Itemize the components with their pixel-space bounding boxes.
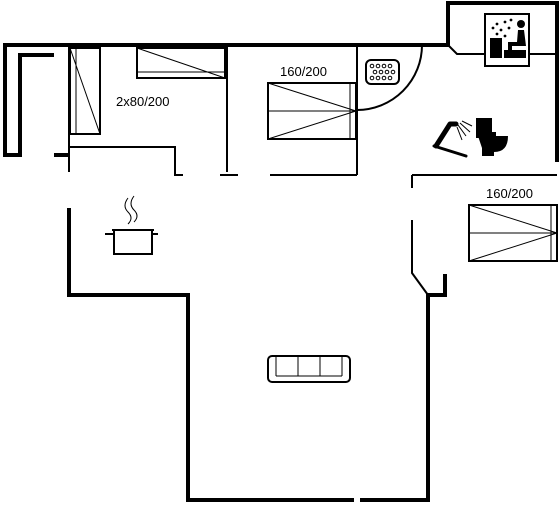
sauna-icon (484, 13, 530, 67)
bed-label-middle: 160/200 (280, 64, 327, 79)
bed-label-right: 160/200 (486, 186, 533, 201)
outer-walls (3, 1, 559, 502)
shower-icon (432, 120, 473, 158)
bunk-bed-left (69, 47, 101, 135)
toilet-icon (476, 118, 508, 156)
bed-left-top (136, 47, 226, 79)
double-bed-middle (267, 82, 357, 140)
door-swing (356, 44, 424, 111)
sofa-icon (267, 355, 351, 383)
whirlpool-icon (365, 59, 400, 85)
double-bed-right (468, 204, 558, 262)
cooking-pot-icon (105, 195, 158, 255)
bed-label-left: 2x80/200 (116, 94, 170, 109)
